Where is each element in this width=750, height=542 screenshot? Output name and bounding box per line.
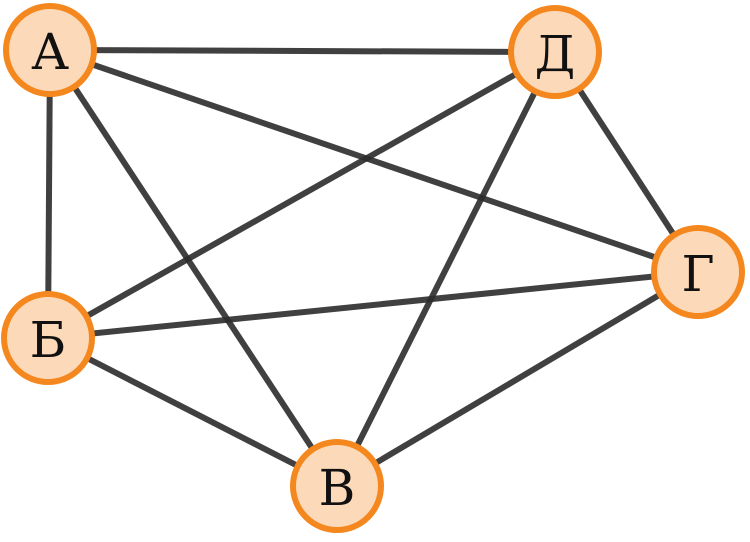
edge-B6-V bbox=[46, 335, 339, 489]
node-circle bbox=[651, 225, 745, 319]
node-D: Д bbox=[508, 5, 602, 99]
edge-A-D bbox=[49, 47, 556, 55]
edge-A-V bbox=[47, 48, 340, 488]
node-circle bbox=[3, 3, 97, 97]
edges-layer bbox=[45, 47, 701, 489]
edge-B6-G bbox=[47, 269, 699, 341]
nodes-layer: А Д Г Б В bbox=[1, 3, 745, 533]
edge-D-B6 bbox=[46, 49, 557, 341]
node-circle bbox=[1, 291, 95, 385]
node-V: В bbox=[290, 439, 384, 533]
node-label: В bbox=[319, 459, 356, 517]
node-G: Г bbox=[651, 225, 745, 319]
edge-V-G bbox=[335, 269, 700, 489]
node-label: А bbox=[31, 23, 69, 81]
edge-A-G bbox=[49, 47, 699, 275]
edge-A-B6 bbox=[45, 49, 53, 339]
node-label: Б bbox=[30, 311, 67, 369]
node-circle bbox=[508, 5, 602, 99]
edge-D-V bbox=[334, 50, 558, 488]
node-B6: Б bbox=[1, 291, 95, 385]
node-A: А bbox=[3, 3, 97, 97]
node-circle bbox=[290, 439, 384, 533]
node-label: Г bbox=[681, 245, 714, 303]
node-label: Д bbox=[535, 25, 576, 83]
